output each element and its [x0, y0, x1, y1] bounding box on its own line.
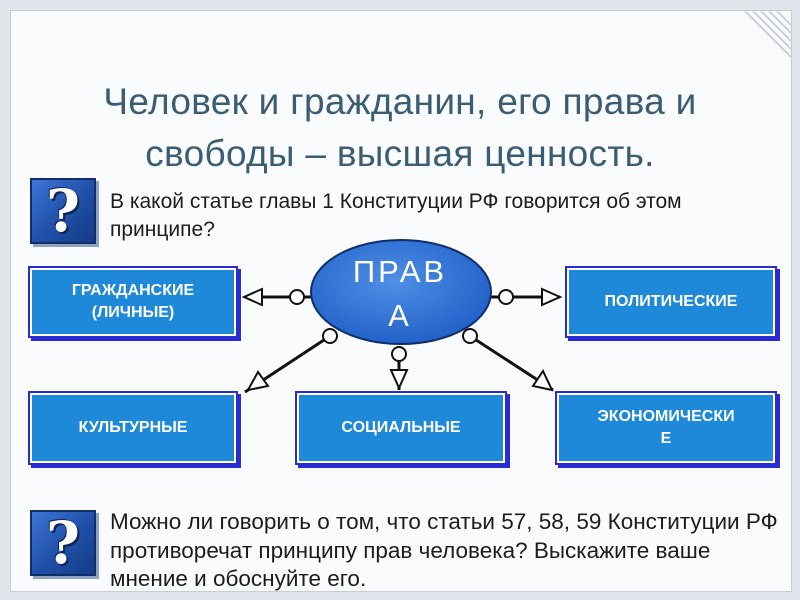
box-economic-line1: ЭКОНОМИЧЕСКИ	[597, 408, 735, 425]
box-political-label: ПОЛИТИЧЕСКИЕ	[604, 293, 738, 310]
question-1-text: В какой статье главы 1 Конституции РФ го…	[110, 190, 682, 241]
connector-node-civil	[289, 289, 305, 305]
slide-title: Человек и гражданин, его права и свободы…	[103, 81, 697, 174]
question-2-text: Можно ли говорить о том, что статьи 57, …	[110, 509, 778, 591]
box-civil-line1: ГРАЖДАНСКИЕ	[71, 282, 195, 299]
connector-node-cultural	[322, 328, 338, 344]
question-mark-icon: ?	[30, 178, 96, 244]
arrowhead-civil	[241, 287, 263, 307]
box-political-rights: ПОЛИТИЧЕСКИЕ	[567, 268, 775, 336]
question-mark-glyph-2: ?	[46, 509, 80, 577]
box-economic-line2: Е	[660, 430, 672, 447]
hub-label-line1: ПРАВ	[352, 254, 448, 289]
box-social-label: СОЦИАЛЬНЫЕ	[341, 419, 461, 436]
question-mark-glyph: ?	[46, 177, 80, 245]
box-civil-line2: (ЛИЧНЫЕ)	[91, 304, 175, 321]
box-civil-rights: ГРАЖДАНСКИЕ (ЛИЧНЫЕ)	[30, 268, 236, 336]
arrowhead-cultural	[246, 370, 270, 392]
box-cultural-rights: КУЛЬТУРНЫЕ	[30, 393, 236, 463]
box-cultural-label: КУЛЬТУРНЫЕ	[78, 419, 188, 436]
box-economic-rights: ЭКОНОМИЧЕСКИ Е	[557, 393, 775, 463]
rights-hub-label: ПРАВ А	[340, 250, 460, 338]
connector-node-economic	[462, 328, 478, 344]
hub-label-line2: А	[388, 298, 412, 333]
arrowhead-political	[541, 287, 563, 307]
corner-decoration-icon	[744, 11, 791, 58]
arrowhead-social	[389, 369, 409, 391]
arrowhead-economic	[531, 368, 554, 392]
box-social-rights: СОЦИАЛЬНЫЕ	[297, 393, 505, 463]
connector-node-political	[498, 289, 514, 305]
connector-node-social	[391, 346, 407, 362]
question-mark-icon-2: ?	[30, 510, 96, 576]
rights-hub-ellipse	[310, 239, 492, 345]
